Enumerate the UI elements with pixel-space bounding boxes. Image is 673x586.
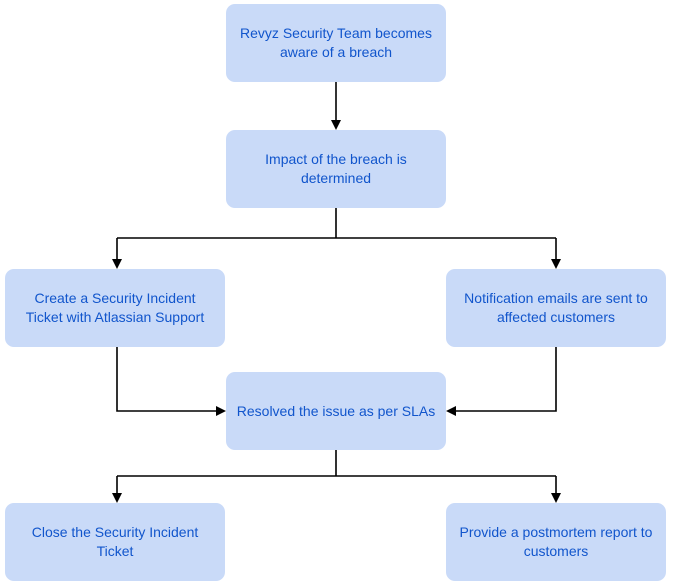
node-label: Impact of the breach is determined <box>265 151 407 186</box>
node-create-incident-ticket: Create a Security Incident Ticket with A… <box>5 269 225 347</box>
node-label: Resolved the issue as per SLAs <box>236 402 436 419</box>
node-label: Close the Security Incident Ticket <box>31 524 199 559</box>
arrow-ticket-to-resolve <box>116 347 226 416</box>
connector-resolve-split <box>117 450 556 477</box>
node-postmortem-report: Provide a postmortem report to customers <box>446 503 666 581</box>
node-impact-determined: Impact of the breach is determined <box>226 130 446 208</box>
node-resolved-per-slas: Resolved the issue as per SLAs <box>226 372 446 450</box>
node-notification-emails: Notification emails are sent to affected… <box>446 269 666 347</box>
node-label: Revyz Security Team becomes aware of a b… <box>240 25 432 60</box>
node-security-team-aware: Revyz Security Team becomes aware of a b… <box>226 4 446 82</box>
arrow-notify-to-resolve <box>446 347 557 416</box>
node-label: Provide a postmortem report to customers <box>459 524 653 559</box>
node-label: Notification emails are sent to affected… <box>464 290 648 325</box>
node-close-incident-ticket: Close the Security Incident Ticket <box>5 503 225 581</box>
connector-impact-split <box>117 208 556 239</box>
node-label: Create a Security Incident Ticket with A… <box>25 290 205 325</box>
